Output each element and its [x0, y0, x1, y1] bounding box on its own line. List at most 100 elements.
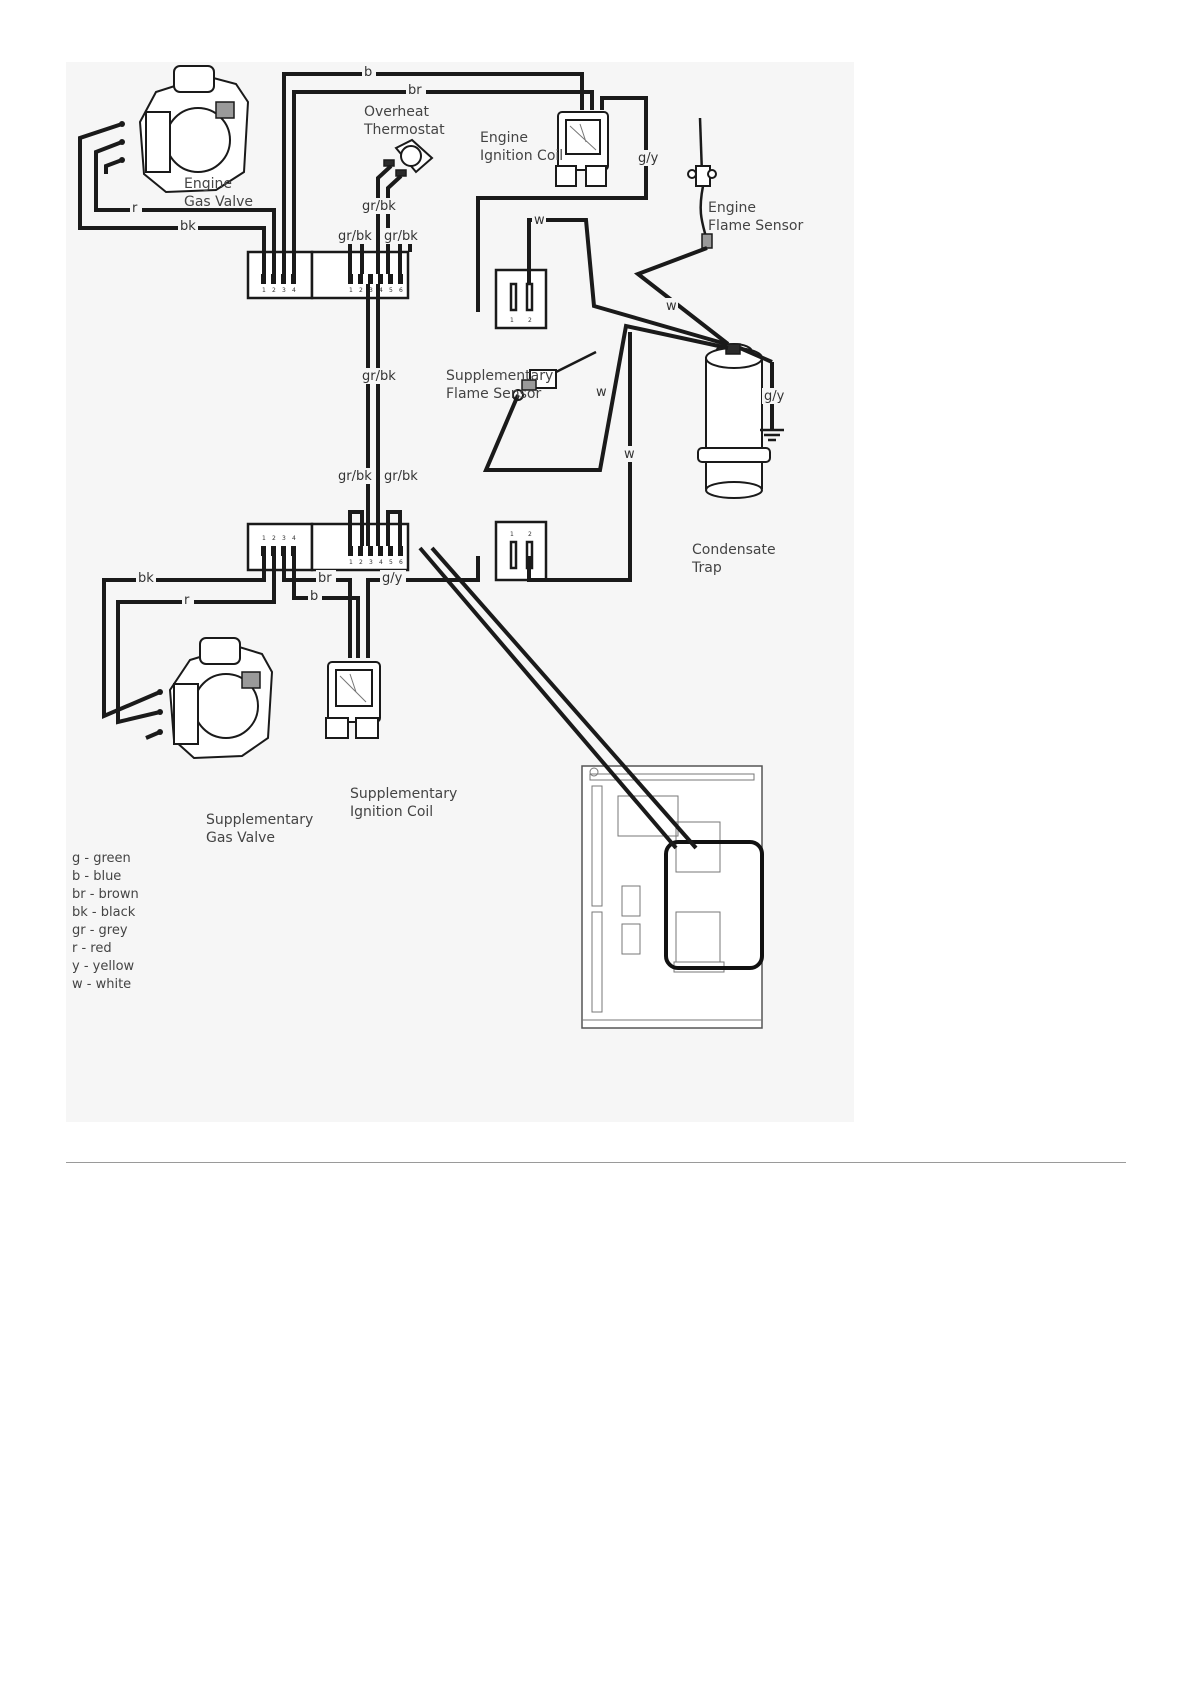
pin-number: 4	[379, 287, 383, 294]
wire-green-yellow	[476, 96, 648, 312]
wire-jumper	[386, 510, 402, 546]
pin-number: 4	[379, 559, 383, 566]
supplementary-ignition-coil	[325, 661, 381, 739]
wire-red	[94, 140, 276, 274]
legend-item: bk - black	[72, 905, 136, 920]
pin-number: 2	[359, 287, 363, 294]
lower-four-pin-connector: 1 2 3 4	[246, 522, 314, 572]
wire-white	[633, 246, 730, 346]
wire-red	[116, 556, 276, 725]
wiring-diagram-figure: 1 2 3 4 1 2 3 4 5 6 1 2 1 2 3 4	[66, 62, 854, 1122]
wire-black	[78, 122, 266, 274]
wire-label-green-yellow: g/y	[638, 151, 659, 166]
pin-number: 1	[349, 287, 353, 294]
wire-label-white: w	[596, 385, 607, 400]
pin-number: 1	[510, 531, 514, 538]
upper-four-pin-connector: 1 2 3 4	[246, 250, 314, 300]
pin-number: 5	[389, 287, 393, 294]
control-board-pcb	[581, 765, 764, 1029]
pin-number: 2	[528, 317, 532, 324]
wire-grey-black	[386, 174, 403, 274]
wire-label-brown: br	[318, 571, 332, 586]
wire-label-grey-black: gr/bk	[362, 369, 396, 384]
wire-label-blue: b	[364, 65, 372, 80]
wiring-diagram: 1 2 3 4 1 2 3 4 5 6 1 2 1 2 3 4	[72, 64, 803, 1029]
component-labels: Overheat Thermostat Engine Ignition Coil…	[184, 104, 803, 846]
engine-ignition-coil	[555, 111, 609, 187]
legend-item: g - green	[72, 851, 131, 866]
pin-number: 5	[389, 559, 393, 566]
supplementary-flame-sensor	[512, 350, 597, 401]
pin-number: 2	[272, 287, 276, 294]
legend-item: br - brown	[72, 887, 139, 902]
pin-number: 3	[369, 287, 373, 294]
grey-black-bundle	[366, 284, 380, 546]
wire-label-black: bk	[138, 571, 154, 586]
engine-flame-sensor-label: Engine Flame Sensor	[708, 200, 803, 234]
legend-item: gr - grey	[72, 923, 128, 938]
pin-number: 2	[528, 531, 532, 538]
supplementary-gas-valve-label: Supplementary Gas Valve	[206, 812, 318, 846]
page-divider	[66, 1162, 1126, 1163]
wire-label-grey-black: gr/bk	[384, 469, 418, 484]
wire-valve-stub	[145, 730, 161, 740]
wire-label-red: r	[184, 593, 190, 608]
wire-label-black: bk	[180, 219, 196, 234]
pin-number: 2	[359, 559, 363, 566]
wire-brown	[292, 90, 594, 274]
wire-label-grey-black: gr/bk	[338, 469, 372, 484]
wire-label-red: r	[132, 201, 138, 216]
highlight-box	[664, 840, 764, 970]
wire-white	[527, 218, 727, 346]
supplementary-gas-valve	[157, 637, 274, 760]
wire-label-green-yellow: g/y	[382, 571, 403, 586]
condensate-trap-label: Condensate Trap	[691, 542, 780, 576]
pin-number: 4	[292, 535, 296, 542]
overheat-thermostat	[383, 138, 434, 177]
wire-labels: b br r bk gr/bk gr/bk gr/bk g/y w w g/y …	[130, 64, 788, 608]
pin-number: 6	[399, 559, 403, 566]
pin-number: 6	[399, 287, 403, 294]
wire-label-blue: b	[310, 589, 318, 604]
wire-label-brown: br	[408, 83, 422, 98]
wire-valve-stub	[104, 158, 123, 174]
wire-jumper	[348, 510, 364, 546]
engine-flame-sensor	[687, 117, 717, 249]
wire-label-white: w	[534, 213, 545, 228]
upper-two-pin-connector: 1 2	[494, 268, 548, 330]
legend-item: y - yellow	[72, 959, 135, 974]
pin-number: 1	[262, 287, 266, 294]
supplementary-flame-sensor-label: Supplementary Flame Sensor	[446, 368, 558, 402]
wire-black	[102, 556, 266, 720]
legend-item: b - blue	[72, 869, 121, 884]
lower-wiring	[102, 332, 632, 740]
wire-green-yellow	[366, 556, 480, 658]
lower-two-pin-connector: 1 2	[494, 520, 548, 582]
legend-item: w - white	[72, 977, 131, 992]
pin-number: 4	[292, 287, 296, 294]
wire-label-grey-black: gr/bk	[338, 229, 372, 244]
wire-label-green-yellow: g/y	[764, 389, 785, 404]
legend-item: r - red	[72, 941, 112, 956]
supplementary-ignition-coil-label: Supplementary Ignition Coil	[350, 786, 462, 820]
wire-white	[482, 323, 729, 472]
color-legend: g - green b - blue br - brown bk - black…	[72, 851, 139, 992]
engine-gas-valve-label: Engine Gas Valve	[184, 176, 253, 210]
pcb-callout-lines	[418, 546, 698, 850]
wire-green-yellow	[739, 346, 773, 364]
wire-label-white: w	[666, 299, 677, 314]
pin-number: 1	[349, 559, 353, 566]
pin-number: 3	[369, 559, 373, 566]
pin-number: 1	[262, 535, 266, 542]
condensate-trap	[697, 343, 771, 499]
wire-label-grey-black: gr/bk	[384, 229, 418, 244]
pin-number: 2	[272, 535, 276, 542]
wire-grey-black	[376, 164, 393, 274]
pin-number: 1	[510, 317, 514, 324]
wire-label-white: w	[624, 447, 635, 462]
wire-label-grey-black: gr/bk	[362, 199, 396, 214]
wire-blue	[292, 556, 360, 658]
overheat-thermostat-label: Overheat Thermostat	[363, 104, 445, 138]
pin-number: 3	[282, 287, 286, 294]
pin-number: 3	[282, 535, 286, 542]
